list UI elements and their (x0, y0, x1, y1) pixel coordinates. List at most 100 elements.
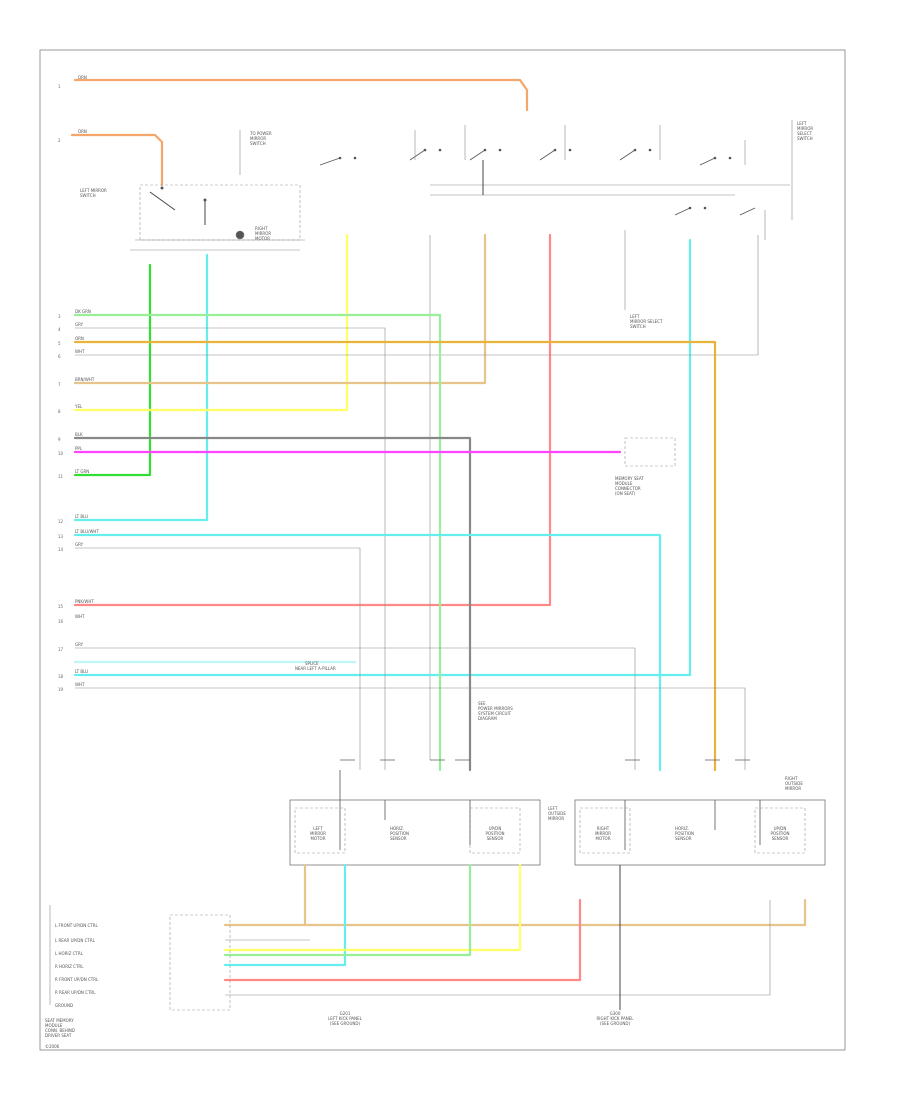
svg-text:SWITCH: SWITCH (630, 324, 646, 329)
wire-gray-h3 (75, 547, 361, 770)
svg-text:SELECT: SELECT (797, 131, 813, 136)
svg-text:9: 9 (58, 437, 61, 442)
svg-text:8: 8 (58, 409, 61, 414)
svg-text:POSITION: POSITION (390, 831, 409, 836)
note-power-mirrors: SEE (478, 701, 486, 706)
svg-text:BRN/WHT: BRN/WHT (75, 377, 95, 382)
wire-yellow-v (73, 233, 349, 412)
svg-text:WHT: WHT (75, 614, 85, 619)
wire-pink-v (73, 233, 552, 607)
svg-text:7: 7 (58, 382, 61, 387)
svg-text:POSITION: POSITION (485, 831, 504, 836)
svg-text:UP/DN: UP/DN (489, 826, 502, 831)
wire-lightgreen-bottom (223, 863, 472, 957)
svg-text:RIGHT: RIGHT (255, 226, 268, 231)
wire-orange-top (73, 78, 529, 112)
svg-text:(SEE GROUND): (SEE GROUND) (600, 1021, 630, 1026)
svg-text:GRY: GRY (75, 322, 84, 327)
svg-text:14: 14 (58, 547, 64, 552)
svg-text:WHT: WHT (75, 349, 85, 354)
left-wire-labels: DK GRN GRY ORN WHT BRN/WHT YEL BLK PPL L… (74, 309, 99, 687)
label-mirror-select: LEFT (797, 121, 807, 126)
wire-darkgray-h (73, 436, 472, 772)
svg-text:L FRONT UP/DN CTRL: L FRONT UP/DN CTRL (55, 923, 98, 928)
wire-gray-h1 (75, 327, 386, 770)
svg-text:(ON SEAT): (ON SEAT) (615, 491, 636, 496)
svg-text:HORIZ.: HORIZ. (675, 826, 689, 831)
svg-text:DRIVER SEAT: DRIVER SEAT (45, 1033, 72, 1038)
wire-cyan-v (73, 253, 209, 522)
svg-text:5: 5 (58, 341, 61, 346)
wire-label-orange-1: ORN (78, 75, 87, 80)
wire-cyan-h2 (73, 533, 662, 772)
svg-text:OUTSIDE: OUTSIDE (785, 781, 803, 786)
svg-text:12: 12 (58, 519, 64, 524)
svg-text:UP/DN: UP/DN (774, 826, 787, 831)
svg-text:10: 10 (58, 451, 64, 456)
right-mirror-module (574, 799, 826, 866)
svg-text:MIRROR: MIRROR (785, 786, 801, 791)
svg-text:YEL: YEL (74, 404, 83, 409)
wire-tan-bottom (223, 863, 307, 927)
svg-text:PPL: PPL (75, 446, 83, 451)
svg-text:POSITION: POSITION (770, 831, 789, 836)
svg-text:LEFT: LEFT (313, 826, 323, 831)
wire-gray-h5 (75, 687, 746, 770)
left-mirror-module (289, 799, 541, 866)
wire-tan-v (73, 233, 487, 385)
svg-text:MIRROR: MIRROR (595, 831, 611, 836)
svg-text:SPLICE: SPLICE (305, 661, 319, 666)
svg-text:OUTSIDE: OUTSIDE (548, 811, 566, 816)
svg-text:16: 16 (58, 619, 64, 624)
svg-text:POSITION: POSITION (675, 831, 694, 836)
svg-text:1: 1 (58, 84, 61, 89)
wire-yellow-bottom (223, 863, 522, 952)
wire-lightgreen-h (73, 313, 442, 772)
left-sensor-box (139, 184, 301, 241)
svg-text:SYSTEM CIRCUIT: SYSTEM CIRCUIT (478, 711, 512, 716)
svg-text:18: 18 (58, 674, 64, 679)
svg-text:ORN: ORN (75, 336, 84, 341)
label-mirror-switch: LEFT MIRROR (80, 188, 107, 193)
switch-contacts-top (319, 149, 756, 216)
svg-text:MODULE: MODULE (45, 1023, 63, 1028)
svg-text:HORIZ.: HORIZ. (390, 826, 404, 831)
svg-text:DK GRN: DK GRN (75, 309, 91, 314)
footer-ref: ©2006 (45, 1044, 60, 1049)
label-power-switch: TO POWER (249, 131, 272, 136)
svg-text:SWITCH: SWITCH (250, 141, 266, 146)
svg-text:LEFT KICK PANEL: LEFT KICK PANEL (328, 1016, 363, 1021)
wire-cyan-v2 (73, 238, 692, 677)
wire-gold-h (73, 340, 717, 772)
wire-gray-h4 (75, 647, 636, 770)
svg-text:CONNECTOR: CONNECTOR (615, 486, 641, 491)
svg-text:GRY: GRY (75, 542, 84, 547)
svg-text:MIRROR: MIRROR (250, 136, 266, 141)
svg-text:RIGHT: RIGHT (597, 826, 610, 831)
wire-tan-bottom-long (303, 898, 807, 927)
wire-orange-2 (70, 133, 164, 187)
wire-cyan-bottom (223, 863, 347, 967)
svg-text:LT BLU/WHT: LT BLU/WHT (75, 529, 99, 534)
svg-text:17: 17 (58, 647, 64, 652)
svg-text:LT BLU: LT BLU (75, 514, 88, 519)
svg-text:SENSOR: SENSOR (675, 836, 692, 841)
svg-text:R FRONT UP/DN CTRL: R FRONT UP/DN CTRL (55, 977, 99, 982)
svg-text:WHT: WHT (75, 682, 85, 687)
svg-text:SENSOR: SENSOR (487, 836, 504, 841)
svg-text:R REAR UP/DN CTRL: R REAR UP/DN CTRL (55, 990, 96, 995)
svg-text:L REAR UP/DN CTRL: L REAR UP/DN CTRL (55, 938, 96, 943)
diagram-frame (39, 49, 846, 1051)
svg-text:GRY: GRY (75, 642, 84, 647)
svg-text:MEMORY SEAT: MEMORY SEAT (615, 476, 644, 481)
svg-text:NEAR LEFT A-PILLAR: NEAR LEFT A-PILLAR (295, 666, 336, 671)
wire-gray-v2 (75, 235, 759, 356)
svg-text:3: 3 (58, 314, 61, 319)
svg-text:19: 19 (58, 687, 64, 692)
svg-text:SWITCH: SWITCH (797, 136, 813, 141)
svg-text:11: 11 (58, 474, 64, 479)
svg-text:R HORIZ CTRL: R HORIZ CTRL (55, 964, 84, 969)
svg-text:BLK: BLK (75, 432, 83, 437)
svg-text:MIRROR: MIRROR (797, 126, 813, 131)
